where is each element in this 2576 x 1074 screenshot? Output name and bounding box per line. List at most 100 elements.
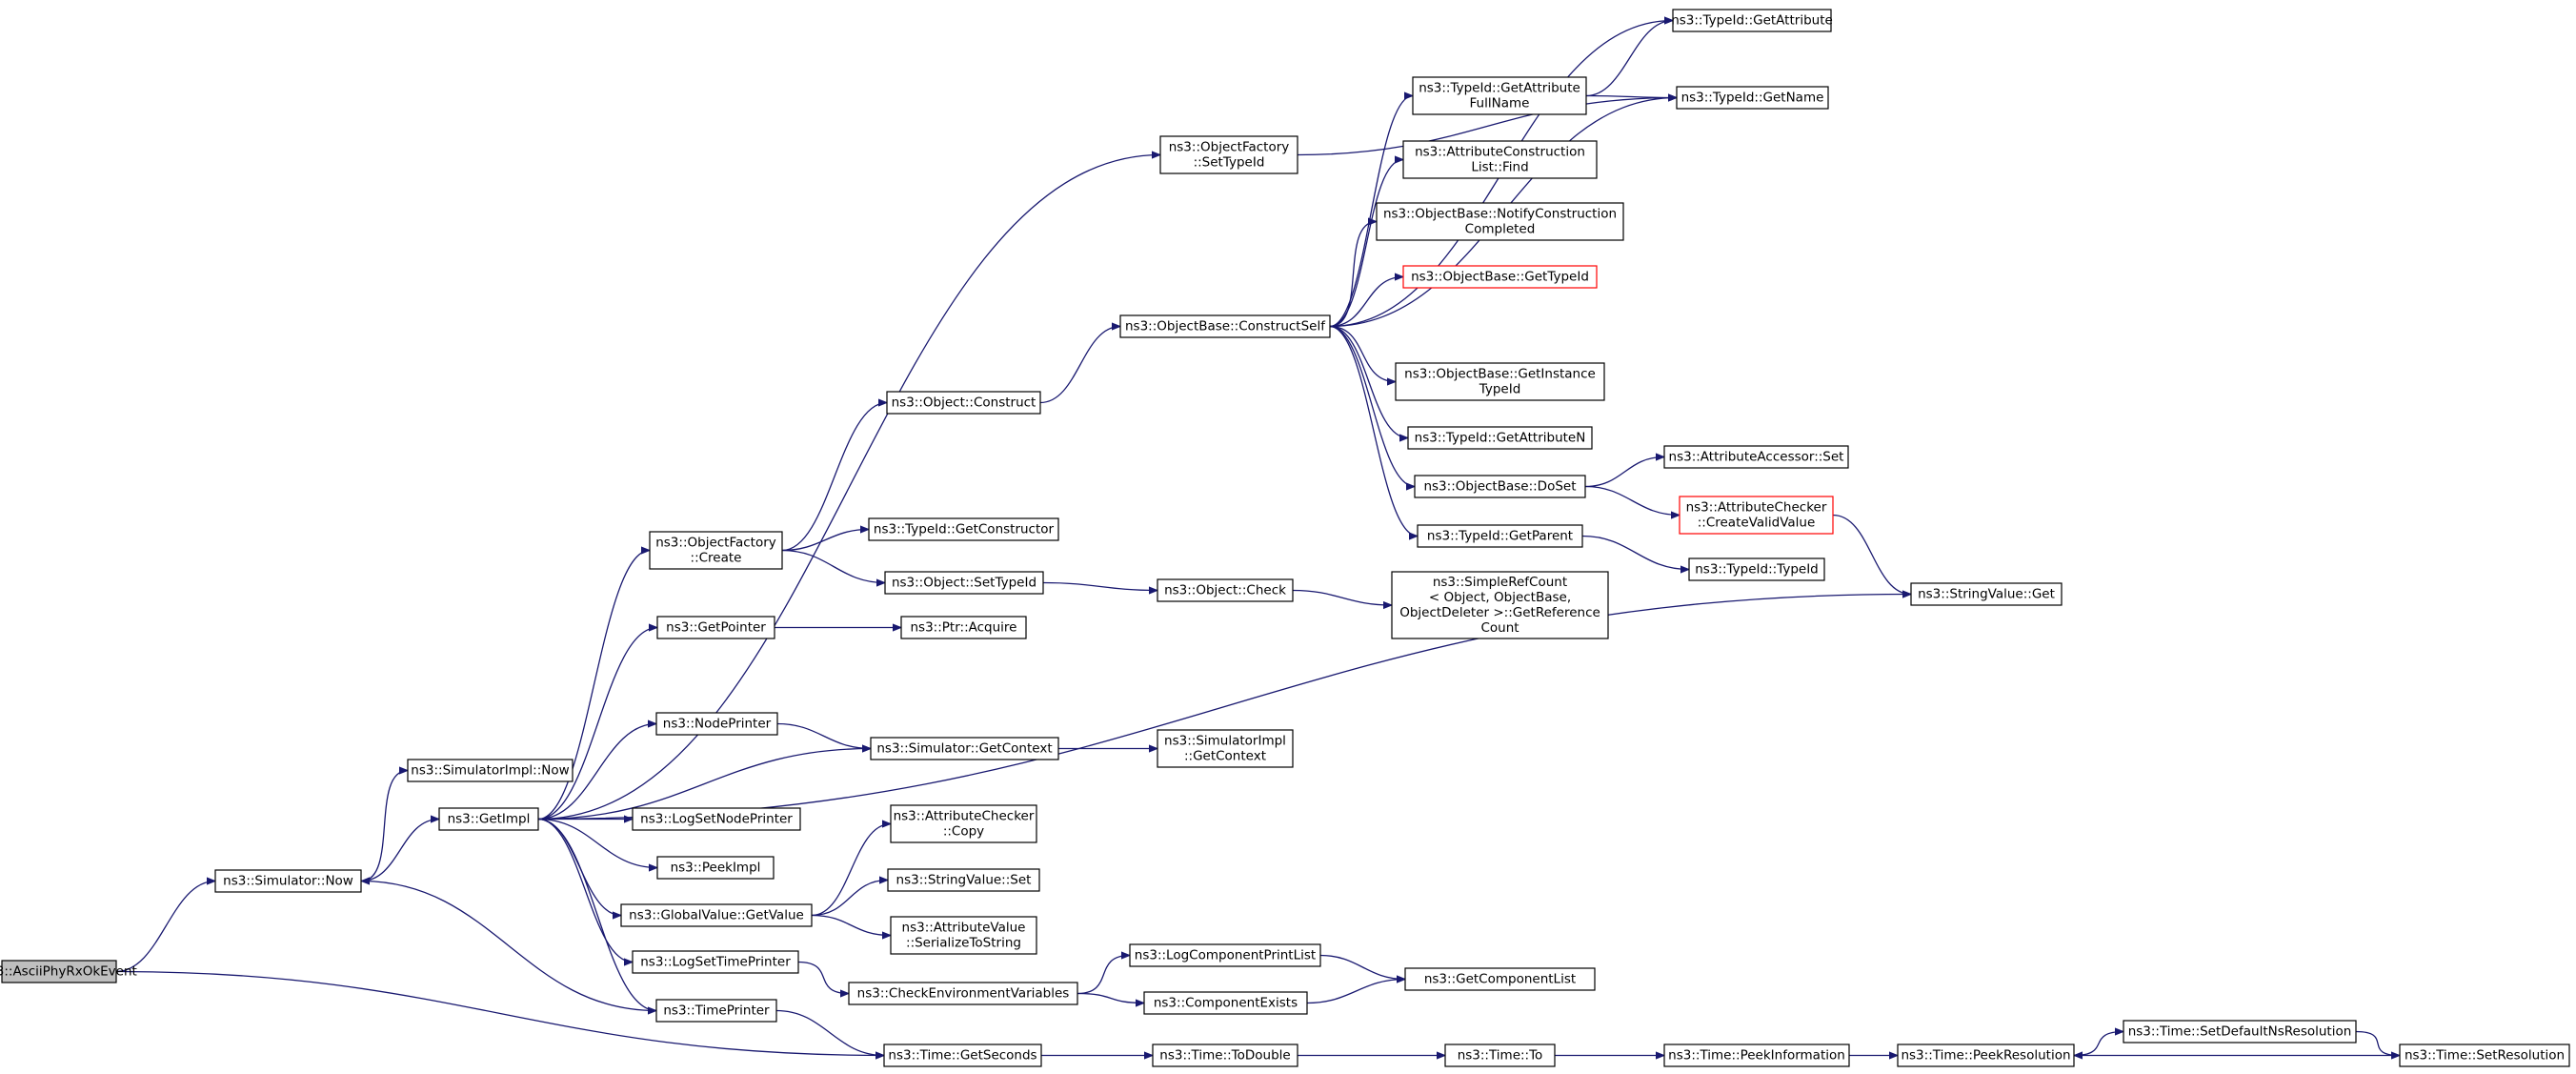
function-node[interactable]: ns3::Time::PeekResolution [1897, 1044, 2075, 1067]
function-node[interactable]: ns3::Time::GetSeconds [883, 1044, 1042, 1067]
node-box[interactable] [1402, 265, 1598, 289]
node-box[interactable] [890, 916, 1037, 955]
function-node[interactable]: ns3::LogComponentPrintList [1129, 943, 1321, 967]
node-box[interactable] [656, 616, 775, 639]
node-box[interactable] [1402, 140, 1598, 179]
node-box[interactable] [438, 807, 539, 831]
function-node[interactable]: ns3::AttributeValue::SerializeToString [890, 916, 1037, 955]
node-box[interactable] [848, 982, 1078, 1005]
function-node[interactable]: ns3::ObjectFactory::SetTypeId [1159, 135, 1298, 174]
function-node[interactable]: ns3::NodePrinter [655, 712, 778, 736]
node-box[interactable] [1444, 1044, 1556, 1067]
function-node[interactable]: ns3::AsciiPhyRxOkEvent [0, 960, 137, 983]
function-node[interactable]: ns3::PeekImpl [656, 856, 775, 880]
node-box[interactable] [407, 759, 574, 782]
node-box[interactable] [1129, 943, 1321, 967]
node-box[interactable] [890, 804, 1037, 843]
function-node[interactable]: ns3::TypeId::GetConstructor [868, 517, 1059, 541]
function-node[interactable]: ns3::GetPointer [656, 616, 775, 639]
node-box[interactable] [1119, 314, 1331, 338]
node-box[interactable] [1, 960, 117, 983]
node-box[interactable] [632, 807, 801, 831]
node-box[interactable] [214, 869, 362, 893]
function-node[interactable]: ns3::StringValue::Get [1910, 582, 2063, 606]
function-node[interactable]: ns3::GlobalValue::GetValue [620, 903, 813, 927]
node-box[interactable] [1414, 475, 1586, 498]
function-node[interactable]: ns3::SimpleRefCount< Object, ObjectBase,… [1391, 571, 1609, 639]
function-node[interactable]: ns3::Object::Check [1157, 578, 1294, 602]
function-node[interactable]: ns3::AttributeChecker::CreateValidValue [1679, 496, 1834, 535]
function-node[interactable]: ns3::ObjectBase::ConstructSelf [1119, 314, 1331, 338]
function-node[interactable]: ns3::CheckEnvironmentVariables [848, 982, 1078, 1005]
function-node[interactable]: ns3::TypeId::GetAttribute [1671, 9, 1833, 32]
function-node[interactable]: ns3::AttributeChecker::Copy [890, 804, 1037, 843]
node-box[interactable] [1395, 362, 1605, 401]
node-box[interactable] [1152, 1044, 1298, 1067]
function-node[interactable]: ns3::ObjectFactory::Create [649, 531, 783, 570]
node-box[interactable] [870, 737, 1059, 760]
node-box[interactable] [655, 999, 777, 1023]
node-box[interactable] [887, 868, 1040, 892]
function-node[interactable]: ns3::LogSetNodePrinter [632, 807, 801, 831]
node-box[interactable] [620, 903, 813, 927]
node-box[interactable] [1143, 991, 1308, 1015]
function-node[interactable]: ns3::Simulator::GetContext [870, 737, 1059, 760]
function-node[interactable]: ns3::ComponentExists [1143, 991, 1308, 1015]
node-box[interactable] [632, 950, 799, 974]
function-node[interactable]: ns3::Time::PeekInformation [1663, 1044, 1850, 1067]
node-box[interactable] [1404, 967, 1596, 991]
node-box[interactable] [1663, 1044, 1850, 1067]
node-box[interactable] [1688, 557, 1825, 581]
node-box[interactable] [1672, 9, 1832, 32]
function-node[interactable]: ns3::Object::SetTypeId [884, 571, 1044, 595]
node-box[interactable] [883, 1044, 1042, 1067]
function-node[interactable]: ns3::LogSetTimePrinter [632, 950, 799, 974]
node-box[interactable] [1676, 86, 1829, 110]
node-box[interactable] [884, 571, 1044, 595]
function-node[interactable]: ns3::Ptr::Acquire [900, 616, 1027, 639]
function-node[interactable]: ns3::SimulatorImpl::Now [407, 759, 574, 782]
function-node[interactable]: ns3::TypeId::GetName [1676, 86, 1829, 110]
node-box[interactable] [1663, 445, 1849, 469]
function-node[interactable]: ns3::TypeId::TypeId [1688, 557, 1825, 581]
node-box[interactable] [2399, 1044, 2570, 1067]
function-node[interactable]: ns3::TimePrinter [655, 999, 777, 1023]
function-node[interactable]: ns3::Time::To [1444, 1044, 1556, 1067]
function-node[interactable]: ns3::StringValue::Set [887, 868, 1040, 892]
node-box[interactable] [900, 616, 1027, 639]
function-node[interactable]: ns3::GetImpl [438, 807, 539, 831]
node-box[interactable] [1407, 426, 1593, 450]
node-box[interactable] [1157, 578, 1294, 602]
function-node[interactable]: ns3::SimulatorImpl::GetContext [1157, 729, 1294, 768]
node-box[interactable] [1412, 76, 1587, 115]
function-node[interactable]: ns3::TypeId::GetParent [1417, 524, 1583, 548]
node-box[interactable] [649, 531, 783, 570]
function-node[interactable]: ns3::Object::Construct [886, 391, 1041, 415]
node-box[interactable] [886, 391, 1041, 415]
node-box[interactable] [1391, 571, 1609, 639]
function-node[interactable]: ns3::Time::ToDouble [1152, 1044, 1298, 1067]
node-box[interactable] [868, 517, 1059, 541]
function-node[interactable]: ns3::ObjectBase::NotifyConstructionCompl… [1376, 202, 1624, 241]
node-box[interactable] [1910, 582, 2063, 606]
node-box[interactable] [2123, 1020, 2357, 1044]
node-box[interactable] [1157, 729, 1294, 768]
node-box[interactable] [655, 712, 778, 736]
node-box[interactable] [1376, 202, 1624, 241]
node-box[interactable] [1159, 135, 1298, 174]
function-node[interactable]: ns3::GetComponentList [1404, 967, 1596, 991]
node-box[interactable] [1897, 1044, 2075, 1067]
node-box[interactable] [1417, 524, 1583, 548]
function-node[interactable]: ns3::Time::SetDefaultNsResolution [2123, 1020, 2357, 1044]
function-node[interactable]: ns3::Time::SetResolution [2399, 1044, 2570, 1067]
node-box[interactable] [1679, 496, 1834, 535]
function-node[interactable]: ns3::Simulator::Now [214, 869, 362, 893]
node-box[interactable] [656, 856, 775, 880]
function-node[interactable]: ns3::ObjectBase::DoSet [1414, 475, 1586, 498]
function-node[interactable]: ns3::TypeId::GetAttributeN [1407, 426, 1593, 450]
function-node[interactable]: ns3::AttributeAccessor::Set [1663, 445, 1849, 469]
function-node[interactable]: ns3::ObjectBase::GetTypeId [1402, 265, 1598, 289]
